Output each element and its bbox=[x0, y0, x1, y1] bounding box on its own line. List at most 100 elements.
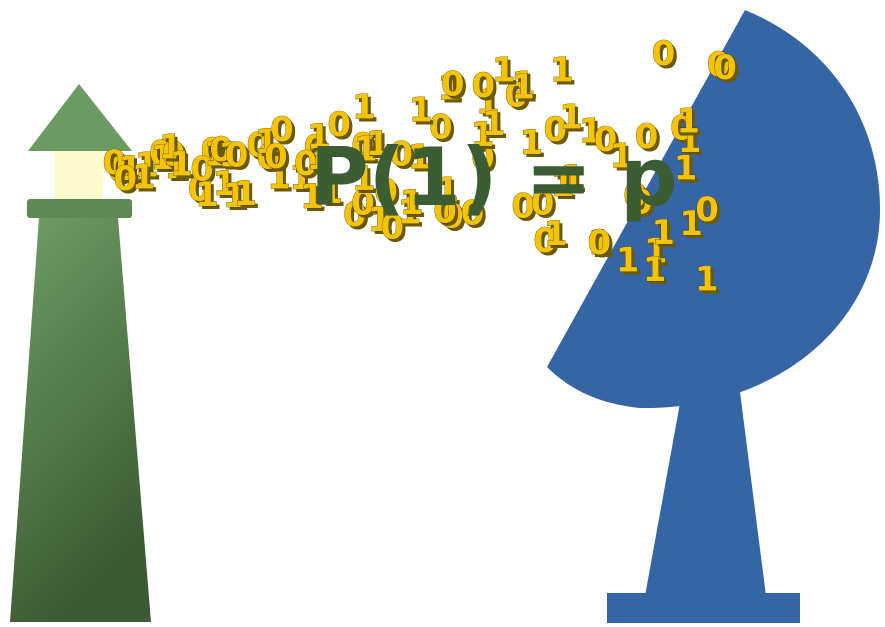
bit-digit: 0 bbox=[533, 221, 557, 261]
bit-digit-shadow: 1 bbox=[682, 207, 706, 247]
bit-digit: 0 bbox=[440, 197, 464, 237]
bit-digit-shadow: 1 bbox=[485, 107, 509, 147]
bit-digit: 1 bbox=[352, 159, 376, 199]
bit-digit-shadow: 0 bbox=[250, 129, 274, 169]
bit-digit: 1 bbox=[219, 136, 243, 176]
bit-digit: 1 bbox=[204, 134, 228, 174]
bit-digit-shadow: 1 bbox=[216, 167, 240, 207]
bit-digit: 1 bbox=[352, 87, 376, 127]
probability-formula: P(1) = p bbox=[310, 131, 677, 224]
bit-digit: 1 bbox=[482, 104, 506, 144]
bit-digit: 0 bbox=[505, 76, 529, 116]
bit-digit-shadow: 0 bbox=[534, 187, 558, 227]
bit-digit: 1 bbox=[559, 98, 583, 138]
bit-digit-shadow: 0 bbox=[432, 110, 456, 150]
bit-digit: 1 bbox=[676, 101, 700, 141]
bit-digit: 1 bbox=[398, 193, 422, 233]
bit-digit-shadow: 0 bbox=[260, 141, 284, 181]
bit-digit: 1 bbox=[643, 250, 667, 290]
satellite-dish bbox=[547, 10, 880, 623]
bit-digit-shadow: 0 bbox=[212, 133, 236, 173]
bit-digit-shadow: 1 bbox=[172, 147, 196, 187]
bit-digit: 1 bbox=[438, 69, 462, 109]
bit-digit: 0 bbox=[531, 184, 555, 224]
bit-digit: 1 bbox=[400, 183, 424, 223]
bit-digit-shadow: 0 bbox=[444, 68, 468, 108]
bit-digit: 0 bbox=[629, 182, 653, 222]
bit-digit: 1 bbox=[550, 51, 574, 91]
bit-digit-shadow: 1 bbox=[135, 160, 159, 200]
lighthouse-light bbox=[55, 151, 103, 201]
bit-digit-shadow: 1 bbox=[441, 72, 465, 112]
bit-digit: 1 bbox=[492, 51, 516, 91]
bit-digit: 0 bbox=[343, 195, 367, 235]
bit-digit: 1 bbox=[579, 112, 603, 152]
bit-digit-shadow: 0 bbox=[204, 134, 228, 174]
bit-digit-shadow: 1 bbox=[564, 161, 588, 201]
bit-digit-shadow: 1 bbox=[479, 85, 503, 125]
bit-digit-shadow: 1 bbox=[562, 101, 586, 141]
bit-digit: 0 bbox=[188, 169, 212, 209]
bit-digit-shadow: 0 bbox=[710, 48, 734, 88]
bit-digit-shadow: 0 bbox=[106, 146, 130, 186]
bit-digit: 1 bbox=[300, 177, 324, 217]
bit-digit: 1 bbox=[213, 164, 237, 204]
bit-digit: 0 bbox=[429, 107, 453, 147]
bit-digit-shadow: 1 bbox=[167, 150, 191, 190]
bit-digit-shadow: 0 bbox=[377, 175, 401, 215]
bit-digit: 0 bbox=[623, 176, 647, 216]
bit-digit-shadow: 0 bbox=[307, 131, 331, 171]
bit-digit: 0 bbox=[471, 138, 495, 178]
bit-digit-shadow: 1 bbox=[613, 139, 637, 179]
bit-digit-shadow: 1 bbox=[495, 54, 519, 94]
bit-digit: 1 bbox=[520, 123, 544, 163]
bit-digit: 0 bbox=[707, 45, 731, 85]
bit-digit: 0 bbox=[695, 190, 719, 230]
bit-digit-shadow: 1 bbox=[357, 133, 381, 173]
bit-digit: 1 bbox=[289, 158, 313, 198]
bit-digit-shadow: 0 bbox=[716, 51, 740, 91]
bit-digit-shadow: 1 bbox=[303, 180, 327, 220]
bit-digit: 1 bbox=[307, 138, 331, 178]
bit-digit-shadow: 0 bbox=[273, 113, 297, 153]
bit-digit: 0 bbox=[108, 150, 132, 190]
bit-digit: 0 bbox=[264, 137, 288, 177]
bit-digit-shadow: 0 bbox=[354, 187, 378, 227]
bit-digit: 1 bbox=[118, 149, 142, 189]
bit-digit-shadow: 0 bbox=[591, 226, 615, 266]
bit-digit-shadow: 1 bbox=[198, 178, 222, 218]
bit-digit: 1 bbox=[368, 200, 392, 240]
bit-digit: 0 bbox=[209, 130, 233, 170]
bit-digit-shadow: 0 bbox=[655, 37, 679, 77]
bit-digit: 1 bbox=[267, 158, 291, 198]
bit-digit: 0 bbox=[270, 110, 294, 150]
bit-digit-shadow: 0 bbox=[152, 137, 176, 177]
bit-digit-shadow: 0 bbox=[330, 108, 354, 148]
bit-digit: 0 bbox=[351, 126, 375, 166]
bit-digit-shadow: 1 bbox=[681, 124, 705, 164]
bit-digit-shadow: 1 bbox=[547, 217, 571, 257]
bit-digit-shadow: 1 bbox=[438, 173, 462, 213]
bit-digit: 1 bbox=[409, 91, 433, 131]
bit-digit-shadow: 1 bbox=[207, 137, 231, 177]
bit-digit-shadow: 1 bbox=[355, 162, 379, 202]
bit-digit-shadow: 1 bbox=[369, 127, 393, 167]
bit-digit-shadow: 0 bbox=[392, 137, 416, 177]
bit-digit-shadow: 1 bbox=[677, 151, 701, 191]
bit-digit: 1 bbox=[135, 146, 159, 186]
bit-digit: 1 bbox=[610, 136, 634, 176]
bit-digit-shadow: 1 bbox=[646, 253, 670, 293]
bit-digit: 1 bbox=[674, 148, 698, 188]
bit-digit-shadow: 1 bbox=[411, 140, 435, 180]
bit-digit: 1 bbox=[616, 241, 640, 281]
bit-digit: 1 bbox=[255, 122, 279, 162]
bit-digit: 1 bbox=[195, 175, 219, 215]
bit-digit: 0 bbox=[594, 120, 618, 160]
bit-digit: 0 bbox=[351, 184, 375, 224]
bit-digit-shadow: 1 bbox=[121, 152, 145, 192]
bit-digit-shadow: 1 bbox=[619, 244, 643, 284]
bit-digit: 1 bbox=[644, 232, 668, 272]
bit-digit: 1 bbox=[354, 130, 378, 170]
